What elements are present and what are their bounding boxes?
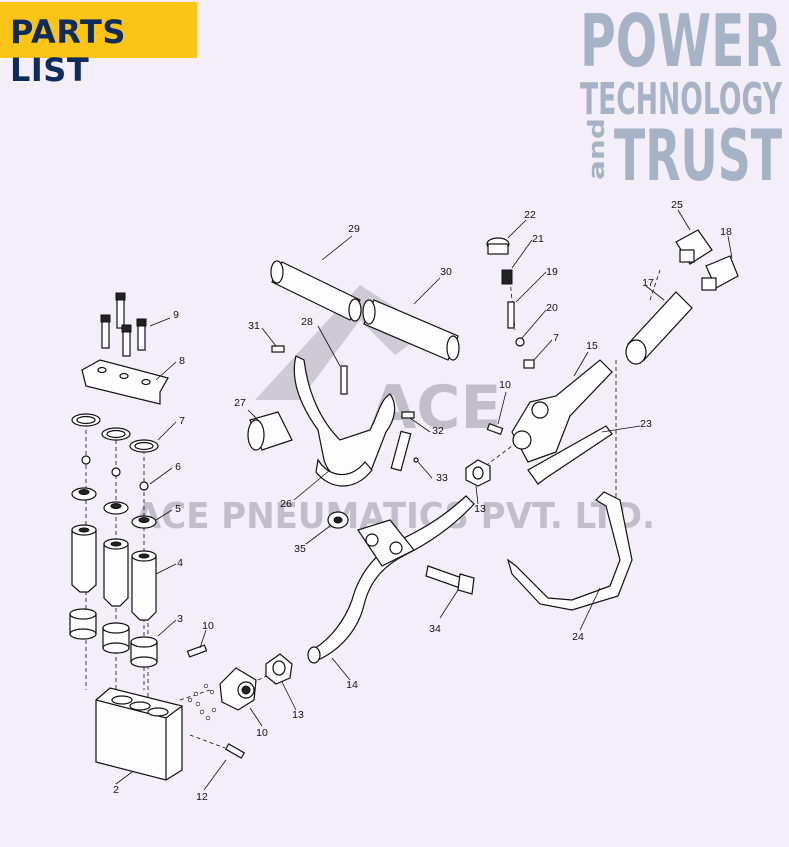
screw-32 (401, 411, 415, 419)
callout-25: 25 (671, 199, 683, 211)
trigger-23 (527, 425, 613, 485)
rivet-33 (413, 457, 419, 463)
hex-nut-lower (265, 653, 293, 685)
bolt-28 (340, 365, 348, 395)
callout-26: 26 (280, 498, 292, 510)
callout-27: 27 (234, 397, 246, 409)
fitting-25 (675, 229, 713, 265)
callout-34: 34 (429, 623, 441, 635)
parts-list-title: PARTS LIST (10, 13, 126, 89)
callout-2: 2 (113, 784, 119, 796)
pin-left-10 (186, 644, 208, 658)
cap-plate (81, 359, 169, 405)
callout-7-left: 7 (179, 415, 185, 427)
logo-small-word: and (585, 118, 610, 180)
callout-13-lower: 13 (292, 709, 304, 721)
callout-20: 20 (546, 302, 558, 314)
rubber-bumper (247, 411, 293, 451)
pin-10-upper (486, 423, 504, 435)
callout-22: 22 (524, 209, 536, 221)
callout-17: 17 (642, 277, 654, 289)
callout-3: 3 (177, 613, 183, 625)
callout-13-upper: 13 (474, 503, 486, 515)
callout-7-right: 7 (553, 332, 559, 344)
callout-6: 6 (175, 461, 181, 473)
callout-10-left: 10 (202, 620, 214, 632)
callout-23: 23 (640, 418, 652, 430)
parts-list-badge: PARTS LIST (0, 2, 197, 89)
spring-21 (501, 269, 513, 285)
callout-21: 21 (532, 233, 544, 245)
callout-15: 15 (586, 340, 598, 352)
plug-22 (486, 237, 510, 255)
label-plate (390, 430, 412, 472)
handle-loop-24 (506, 491, 633, 611)
fitting-18 (701, 255, 739, 291)
bushings (69, 608, 158, 668)
handle-bracket (293, 355, 396, 487)
hex-nut-upper (465, 459, 491, 487)
callout-31: 31 (248, 320, 260, 332)
throttle-lever (307, 495, 475, 664)
swivel-nut (219, 667, 257, 711)
ball-ring (187, 683, 217, 721)
pin-12 (224, 743, 246, 759)
callout-8: 8 (179, 355, 185, 367)
o-rings (71, 413, 159, 453)
callout-12: 12 (196, 791, 208, 803)
callout-numbers: 22 21 19 20 7 25 18 17 15 23 24 29 30 31… (113, 199, 732, 803)
leader-lines (115, 209, 733, 791)
callout-9: 9 (173, 309, 179, 321)
callout-30: 30 (440, 266, 452, 278)
valve-housing-15 (511, 359, 613, 463)
logo-line-technology: TECHNOLOGY (580, 74, 783, 125)
callout-28: 28 (301, 316, 313, 328)
callout-35: 35 (294, 543, 306, 555)
callout-14: 14 (346, 679, 358, 691)
callout-10-lower: 10 (256, 727, 268, 739)
callout-24: 24 (572, 631, 584, 643)
logo-line-trust: TRUST (614, 115, 782, 197)
washer-20 (515, 337, 525, 347)
bolt-34 (425, 565, 475, 595)
callout-19: 19 (546, 266, 558, 278)
balls (81, 455, 149, 491)
callout-4: 4 (177, 557, 183, 569)
callout-29: 29 (348, 223, 360, 235)
callout-33: 33 (436, 472, 448, 484)
bushing-35 (327, 511, 349, 529)
power-technology-trust-logo: POWER TECHNOLOGY and TRUST (580, 0, 783, 197)
grip-tube-30 (362, 299, 460, 361)
screw-31 (271, 345, 285, 353)
callout-18: 18 (720, 226, 732, 238)
pin-19 (507, 301, 515, 329)
valve-cartridges (71, 524, 157, 621)
callout-10-upper: 10 (499, 379, 511, 391)
grip-tube-29 (270, 260, 362, 322)
sleeve-17 (625, 291, 693, 365)
callout-5: 5 (175, 503, 181, 515)
valve-block (95, 687, 183, 781)
logo-line-power: POWER (580, 0, 782, 83)
socket-bolts (100, 292, 147, 357)
seal-7 (523, 359, 535, 369)
callout-32: 32 (432, 425, 444, 437)
washers (71, 487, 157, 529)
